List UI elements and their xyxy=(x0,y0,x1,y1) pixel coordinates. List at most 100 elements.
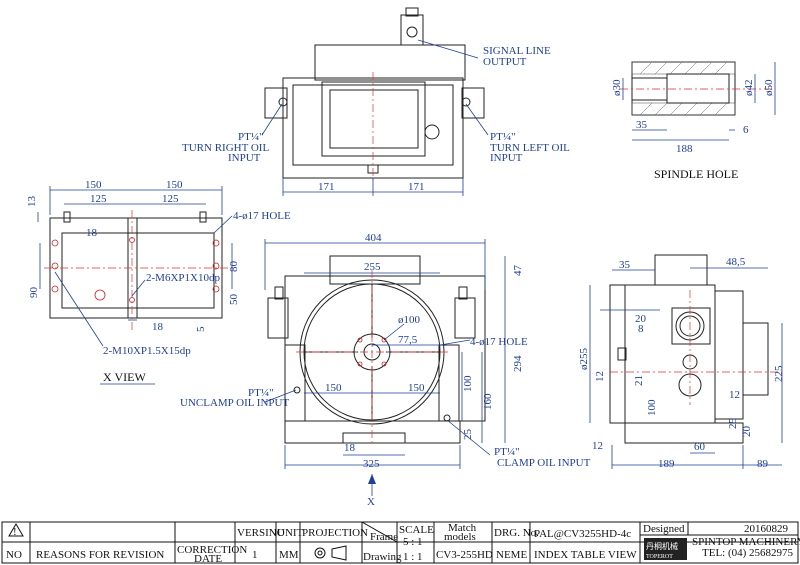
tb-reasons: REASONS FOR REVISION xyxy=(36,549,164,561)
tb-designed-label: Designed xyxy=(643,523,685,535)
dim-side-89: 89 xyxy=(757,458,769,470)
note-unclamp-1: PT¼" xyxy=(248,387,274,399)
dim-xview-125b: 125 xyxy=(162,193,179,205)
dim-front-150b: 150 xyxy=(408,382,425,394)
tb-date: DATE xyxy=(194,553,222,565)
dim-side-48: 48,5 xyxy=(726,256,746,268)
note-front-holes: 4-ø17 HOLE xyxy=(470,336,528,348)
dim-xview-80: 80 xyxy=(228,261,240,273)
dim-side-12b: 12 xyxy=(729,389,740,401)
dim-top-171-right: 171 xyxy=(408,181,425,193)
dim-xview-50: 50 xyxy=(228,294,240,306)
dim-xview-18b: 18 xyxy=(152,321,164,333)
dim-xview-18a: 18 xyxy=(86,227,98,239)
dim-side-21: 21 xyxy=(633,375,645,386)
tb-date-value: 20160829 xyxy=(744,523,789,535)
dim-front-325: 325 xyxy=(363,458,380,470)
note-xview-holes: 4-ø17 HOLE xyxy=(233,210,291,222)
dim-front-294: 294 xyxy=(512,355,524,372)
dim-spindle-d50: ø50 xyxy=(763,79,775,96)
note-turn-right-2: TURN RIGHT OIL xyxy=(182,142,269,154)
dim-spindle-188: 188 xyxy=(676,143,693,155)
tb-frame-label: Frame xyxy=(370,531,398,543)
dim-front-47: 47 xyxy=(512,265,524,277)
tb-drg-label: DRG. No. xyxy=(494,527,539,539)
dim-side-20b: 20 xyxy=(741,426,753,438)
tb-version-label: VERSINO xyxy=(237,527,285,539)
note-turn-left-1: PT¼" xyxy=(490,131,516,143)
tb-unit-label: UNIT xyxy=(277,527,304,539)
note-signal-line-2: OUTPUT xyxy=(483,56,527,68)
dim-spindle-d30: ø30 xyxy=(611,79,623,96)
dim-xview-90: 90 xyxy=(28,287,40,299)
dim-top-171-left: 171 xyxy=(318,181,335,193)
tb-tel: TEL: (04) 25682975 xyxy=(702,547,794,559)
dim-spindle-d42: ø42 xyxy=(743,80,755,97)
side-view: 35 48,5 ø255 20 8 12 21 225 100 12 12 25… xyxy=(578,254,785,470)
label-x-view: X VIEW xyxy=(103,370,146,384)
front-view: 404 255 ø100 77,5 4-ø17 HOLE 150 150 18 … xyxy=(180,232,591,508)
dim-side-60: 60 xyxy=(694,441,706,453)
tb-match-value: CV3-255HD xyxy=(436,549,493,561)
note-m10: 2-M10XP1.5X15dp xyxy=(103,345,191,357)
note-m6: 2-M6XP1X10dp xyxy=(146,272,220,284)
tb-no: NO xyxy=(6,549,22,561)
dim-front-d100: ø100 xyxy=(398,314,421,326)
dim-xview-125a: 125 xyxy=(90,193,107,205)
company-logo: 丹桐机械 TOPEROT xyxy=(644,538,687,560)
label-spindle-hole: SPINDLE HOLE xyxy=(654,167,738,181)
dim-side-12c: 12 xyxy=(592,440,603,452)
dim-front-150a: 150 xyxy=(325,382,342,394)
tb-match-label-1: Match xyxy=(448,522,477,534)
note-unclamp-2: UNCLAMP OIL INPUT xyxy=(180,397,289,409)
note-turn-left-3: INPUT xyxy=(490,152,523,164)
tb-company: SPINTOP MACHINERY CO.,LTD. xyxy=(692,536,800,548)
dim-side-225: 225 xyxy=(773,365,785,382)
dim-front-25: 25 xyxy=(462,429,474,441)
tb-scale-drawing: 1 : 1 xyxy=(403,551,423,563)
dim-xview-5: 5 xyxy=(195,326,207,332)
title-block: ! NO REASONS FOR REVISION CORRECTION DAT… xyxy=(1,521,800,565)
spindle-hole-view: ø30 ø42 ø50 35 188 6 SPINDLE HOLE xyxy=(611,61,776,181)
dim-side-20: 20 xyxy=(635,313,647,325)
top-view: 171 171 SIGNAL LINE OUTPUT PT¼" TURN RIG… xyxy=(182,7,570,196)
dim-side-189: 189 xyxy=(658,458,675,470)
tb-projection-label: PROJECTION xyxy=(302,527,368,539)
dim-xview-150a: 150 xyxy=(85,179,102,191)
note-turn-right-3: INPUT xyxy=(228,152,261,164)
dim-front-404: 404 xyxy=(365,232,382,244)
dim-side-d255: ø255 xyxy=(578,348,590,371)
note-turn-right-1: PT¼" xyxy=(238,131,264,143)
dim-side-35: 35 xyxy=(619,259,631,271)
projection-symbol-icon xyxy=(314,545,347,561)
dim-side-100: 100 xyxy=(646,399,658,416)
note-clamp-1: PT¼" xyxy=(494,446,520,458)
dim-side-25: 25 xyxy=(727,418,739,430)
dim-front-160: 160 xyxy=(482,393,494,410)
note-signal-line-1: SIGNAL LINE xyxy=(483,45,551,57)
dim-side-12a: 12 xyxy=(594,371,606,382)
label-x-arrow: X xyxy=(367,496,375,508)
svg-text:TOPEROT: TOPEROT xyxy=(646,554,673,560)
svg-text:丹桐机械: 丹桐机械 xyxy=(646,541,678,551)
dim-front-77: 77,5 xyxy=(398,334,418,346)
tb-scale-label: SCALE xyxy=(399,524,434,536)
tb-drawing-label: Drawing xyxy=(363,551,402,563)
note-turn-left-2: TURN LEFT OIL xyxy=(490,142,570,154)
tb-correction: CORRECTION xyxy=(177,544,247,556)
dim-xview-13: 13 xyxy=(26,196,38,208)
tb-match-label-2: models xyxy=(444,531,476,543)
dim-side-8: 8 xyxy=(638,323,644,335)
tb-drg-value: PAL@CV3255HD-4c xyxy=(534,528,631,540)
note-clamp-2: CLAMP OIL INPUT xyxy=(497,457,591,469)
dim-front-18: 18 xyxy=(344,442,356,454)
tb-scale-frame: 5 : 1 xyxy=(403,536,423,548)
dim-spindle-6: 6 xyxy=(743,124,749,136)
tb-name-label: NEME xyxy=(496,549,527,561)
x-view: 150 150 125 125 13 90 18 80 50 5 18 4-ø1… xyxy=(26,179,291,385)
dim-front-100: 100 xyxy=(462,375,474,392)
svg-text:!: ! xyxy=(13,526,17,538)
dim-spindle-35: 35 xyxy=(636,119,648,131)
tb-name-value: INDEX TABLE VIEW xyxy=(534,549,637,561)
